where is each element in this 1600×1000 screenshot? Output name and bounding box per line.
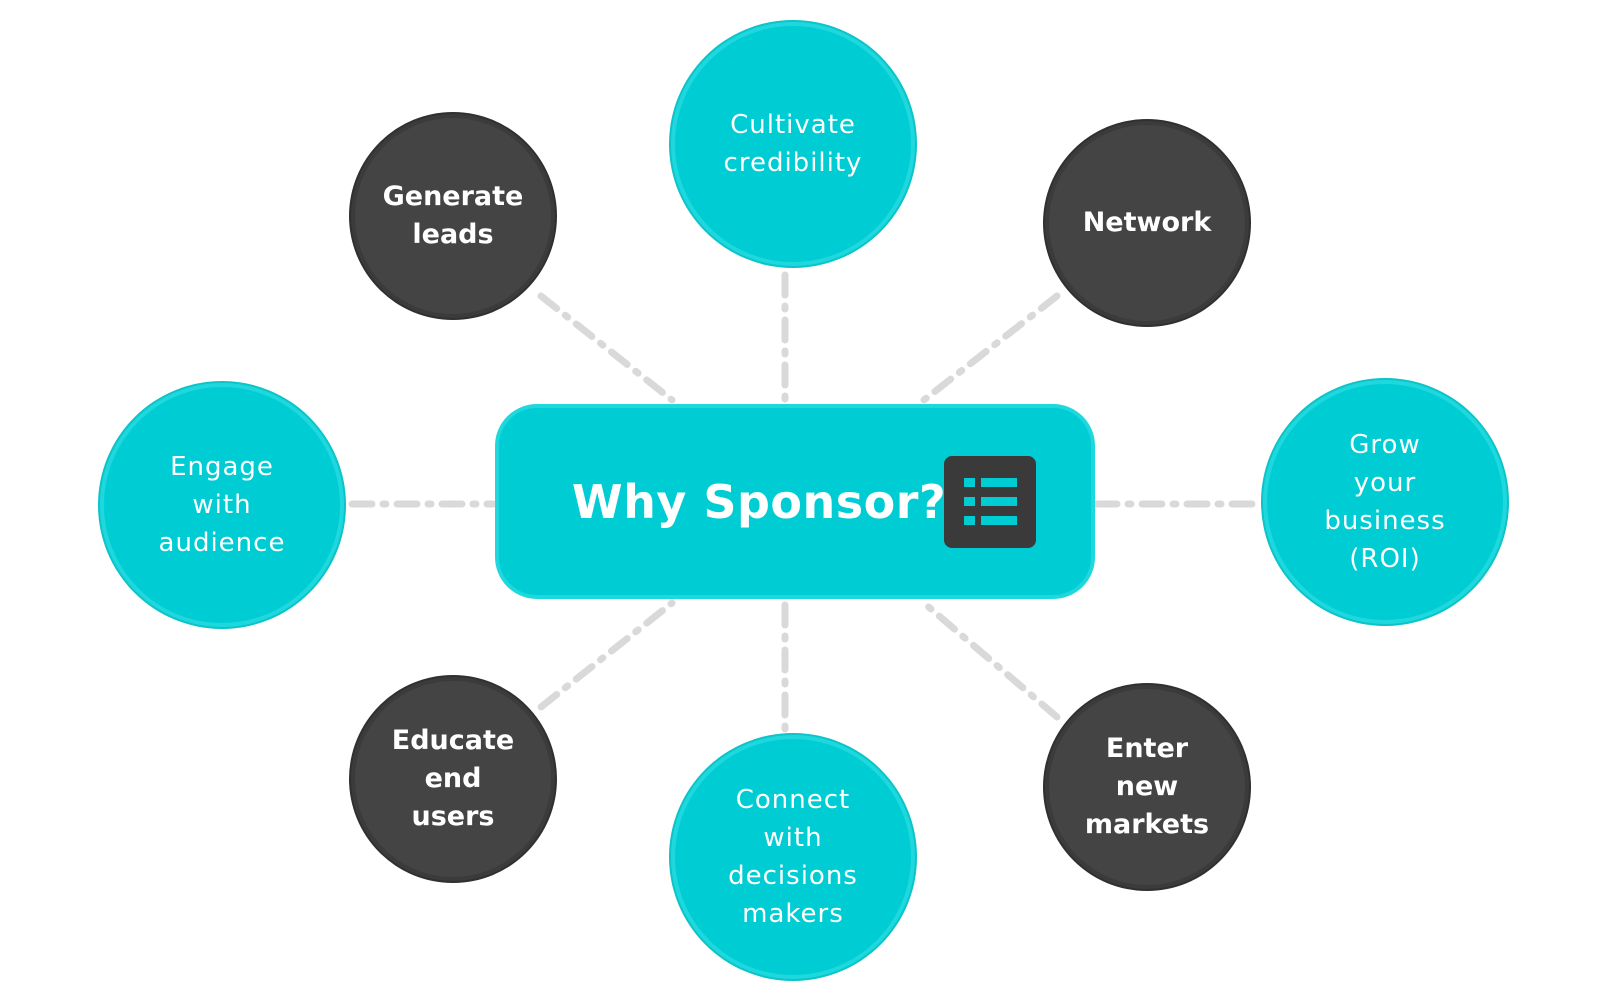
node-label: Network: [1082, 207, 1212, 238]
center-box: Why Sponsor?: [495, 404, 1095, 599]
node-label: Connect with decisions makers: [728, 785, 858, 929]
connector-educate-end-users: [537, 599, 676, 711]
node-label: Generate leads: [382, 181, 524, 250]
node-engage-with-audience: Engage with audience: [100, 383, 344, 627]
node-network: Network: [1045, 121, 1249, 325]
node-educate-end-users: Educate end users: [351, 677, 555, 881]
node-grow-your-business: Grow your business (ROI): [1263, 380, 1507, 624]
node-connect-with-decision-makers: Connect with decisions makers: [671, 735, 915, 979]
node-label: Educate end users: [391, 725, 515, 832]
connector-network: [920, 292, 1061, 404]
node-label: Enter new markets: [1084, 733, 1210, 840]
node-generate-leads: Generate leads: [351, 114, 555, 318]
node-cultivate-credibility: Cultivate credibility: [671, 22, 915, 266]
connector-enter-new-markets: [920, 599, 1061, 721]
node-label: Grow your business (ROI): [1324, 430, 1446, 574]
connector-generate-leads: [537, 292, 676, 404]
node-label: Engage with audience: [158, 452, 286, 558]
node-label: Cultivate credibility: [723, 110, 863, 178]
list-icon: [944, 456, 1036, 548]
node-enter-new-markets: Enter new markets: [1045, 685, 1249, 889]
center-title: Why Sponsor?: [571, 474, 947, 529]
